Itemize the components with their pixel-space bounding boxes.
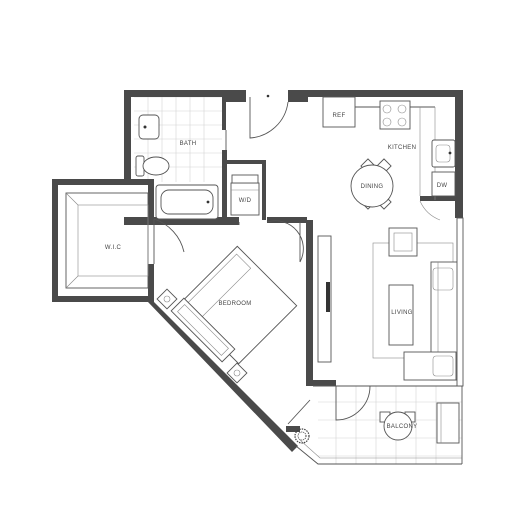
dresser-icon <box>170 297 236 363</box>
label-ref: REF <box>333 113 346 119</box>
kitchen-sink-icon <box>431 139 456 168</box>
coffee-table-icon <box>388 284 414 346</box>
wic-shelving <box>65 192 149 289</box>
label-dining: DINING <box>361 184 384 190</box>
media-unit-icon <box>317 235 332 363</box>
plant-icon <box>294 428 310 444</box>
balcony-bench-icon <box>436 402 460 444</box>
kitchen-fixtures <box>322 96 456 221</box>
toilet-icon <box>142 156 170 176</box>
label-balcony: BALCONY <box>387 424 418 430</box>
entry-light-icon <box>266 94 270 98</box>
balcony-elements <box>287 385 463 465</box>
dishwasher-icon <box>431 171 456 197</box>
label-living: LIVING <box>391 310 413 316</box>
bedroom-furniture <box>156 245 298 384</box>
label-bedroom: BEDROOM <box>218 301 251 307</box>
label-dw: DW <box>437 183 448 189</box>
walls <box>52 90 463 452</box>
label-bath: BATH <box>180 141 197 147</box>
fridge-icon <box>322 96 356 128</box>
armchair-icon <box>388 227 418 257</box>
living-furniture <box>372 227 460 381</box>
label-wd: W/D <box>239 198 252 204</box>
label-wic: W.I.C <box>105 245 122 251</box>
washer-dryer-icon <box>230 174 260 216</box>
window-right <box>456 217 464 387</box>
balcony-table-icon <box>383 411 413 441</box>
nightstand-left-icon <box>156 288 178 310</box>
doors <box>153 97 371 421</box>
bath-fixtures <box>135 114 219 220</box>
label-kitchen: KITCHEN <box>388 145 416 151</box>
dining-set-icon <box>350 158 394 210</box>
nightstand-right-icon <box>226 362 248 384</box>
vanity-sink-icon <box>138 114 160 140</box>
